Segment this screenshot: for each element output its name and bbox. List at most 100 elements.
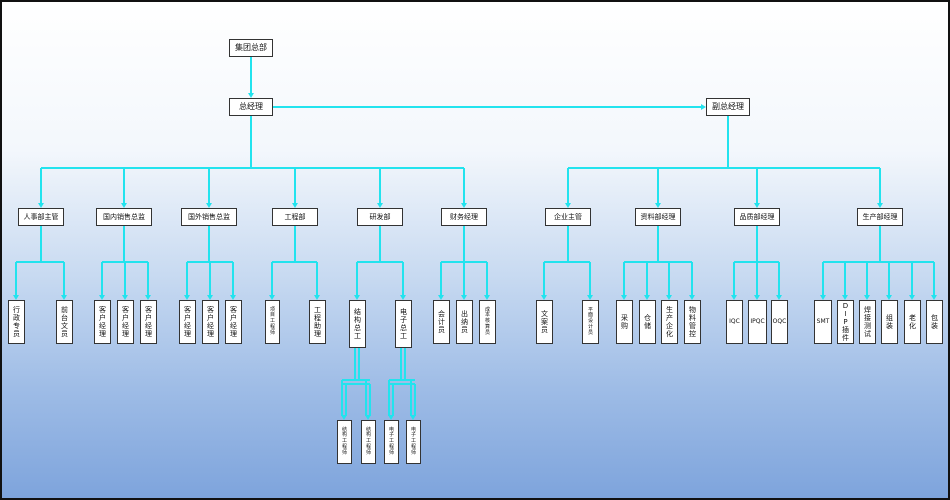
arrow-head bbox=[38, 203, 44, 208]
node-material-control: 物料管控 bbox=[684, 300, 701, 344]
arrow-head bbox=[484, 295, 490, 300]
node-project-engineer: 项目工程师 bbox=[265, 300, 280, 344]
arrow-head bbox=[207, 295, 213, 300]
node-packaging: 包装 bbox=[926, 300, 943, 344]
node-label: 客户经理 bbox=[145, 305, 152, 339]
node-label: 工程助理 bbox=[314, 305, 321, 339]
arrow-head bbox=[61, 295, 67, 300]
node-electronics-chief-engineer: 电子总工 bbox=[395, 300, 412, 348]
node-label: 结构总工 bbox=[354, 307, 361, 341]
node-label: 前台文员 bbox=[61, 305, 68, 339]
arrow-head bbox=[206, 203, 212, 208]
node-finance-manager: 财务经理 bbox=[441, 208, 487, 226]
node-warehousing: 仓储 bbox=[639, 300, 656, 344]
node-label: 老化 bbox=[909, 313, 916, 330]
arrow-head bbox=[184, 295, 190, 300]
node-label: 焊接测试 bbox=[864, 305, 871, 339]
node-label: 采购 bbox=[621, 313, 628, 330]
arrow-head bbox=[341, 415, 347, 420]
node-label: 电子总工 bbox=[400, 307, 407, 341]
arrow-head bbox=[121, 203, 127, 208]
arrow-head bbox=[909, 295, 915, 300]
node-rnd-dept: 研发部 bbox=[357, 208, 403, 226]
arrow-head bbox=[565, 203, 571, 208]
node-structural-chief-engineer: 结构总工 bbox=[349, 300, 366, 348]
arrow-head bbox=[461, 203, 467, 208]
node-engineering-assistant: 工程助理 bbox=[309, 300, 326, 344]
node-intl-sales-director: 国外销售总监 bbox=[181, 208, 237, 226]
node-assembly: 组装 bbox=[881, 300, 898, 344]
arrow-head bbox=[438, 295, 444, 300]
node-cost-accountant: 成本核算员 bbox=[479, 300, 496, 344]
arrow-head bbox=[145, 295, 151, 300]
arrow-head bbox=[842, 295, 848, 300]
node-label: 物料管控 bbox=[689, 305, 696, 339]
node-account-manager: 客户经理 bbox=[225, 300, 242, 344]
node-label: 行政专员 bbox=[13, 305, 20, 339]
node-label: 客户经理 bbox=[230, 305, 237, 339]
arrow-head bbox=[864, 295, 870, 300]
node-smt: SMT bbox=[814, 300, 832, 344]
arrow-head bbox=[314, 295, 320, 300]
node-iqc: IQC bbox=[726, 300, 743, 344]
node-group-hq: 集团总部 bbox=[229, 39, 273, 57]
arrow-head bbox=[99, 295, 105, 300]
arrow-head bbox=[354, 295, 360, 300]
node-purchasing: 采购 bbox=[616, 300, 633, 344]
arrow-head bbox=[877, 203, 883, 208]
node-account-manager: 客户经理 bbox=[179, 300, 196, 344]
node-account-manager: 客户经理 bbox=[202, 300, 219, 344]
arrow-head bbox=[754, 203, 760, 208]
node-label: 仓储 bbox=[644, 313, 651, 330]
node-label: 结构工程师 bbox=[341, 426, 347, 456]
arrow-head bbox=[13, 295, 19, 300]
arrow-head bbox=[400, 295, 406, 300]
node-electronics-engineer: 电子工程师 bbox=[406, 420, 421, 464]
arrow-head bbox=[541, 295, 547, 300]
node-electronics-engineer: 电子工程师 bbox=[384, 420, 399, 464]
node-admin-specialist: 行政专员 bbox=[8, 300, 25, 344]
arrow-head bbox=[666, 295, 672, 300]
arrow-head bbox=[269, 295, 275, 300]
node-aging: 老化 bbox=[904, 300, 921, 344]
arrow-head bbox=[689, 295, 695, 300]
arrow-head bbox=[292, 203, 298, 208]
arrow-head bbox=[776, 295, 782, 300]
node-label: 客户经理 bbox=[184, 305, 191, 339]
arrow-head bbox=[587, 295, 593, 300]
node-label: 生产企化 bbox=[666, 305, 673, 339]
node-receptionist: 前台文员 bbox=[56, 300, 73, 344]
node-label: 包装 bbox=[931, 313, 938, 330]
node-soldering-testing: 焊接测试 bbox=[859, 300, 876, 344]
node-account-manager: 客户经理 bbox=[117, 300, 134, 344]
arrow-head bbox=[365, 415, 371, 420]
arrow-head bbox=[461, 295, 467, 300]
node-accountant: 会计员 bbox=[433, 300, 450, 344]
node-enterprise-head: 企业主管 bbox=[545, 208, 591, 226]
node-domestic-sales-director: 国内销售总监 bbox=[96, 208, 152, 226]
node-label: 结构工程师 bbox=[365, 426, 371, 456]
node-account-manager: 客户经理 bbox=[94, 300, 111, 344]
node-structural-engineer: 结构工程师 bbox=[337, 420, 352, 464]
node-label: 成本核算员 bbox=[484, 306, 490, 336]
node-quality-manager: 品质部经理 bbox=[734, 208, 780, 226]
node-copywriter: 文案员 bbox=[536, 300, 553, 344]
arrow-head bbox=[621, 295, 627, 300]
node-hr-head: 人事部主管 bbox=[18, 208, 64, 226]
arrow-head bbox=[731, 295, 737, 300]
node-general-manager: 总经理 bbox=[229, 98, 273, 116]
arrow-head bbox=[886, 295, 892, 300]
node-engineering-dept: 工程部 bbox=[272, 208, 318, 226]
node-label: 客户经理 bbox=[99, 305, 106, 339]
node-graphic-designer: 平面设计员 bbox=[582, 300, 599, 344]
node-label: 电子工程师 bbox=[410, 426, 416, 456]
node-oqc: OQC bbox=[771, 300, 788, 344]
node-label: 项目工程师 bbox=[269, 306, 275, 336]
arrow-head bbox=[754, 295, 760, 300]
node-label: 客户经理 bbox=[122, 305, 129, 339]
node-label: 文案员 bbox=[541, 309, 548, 335]
